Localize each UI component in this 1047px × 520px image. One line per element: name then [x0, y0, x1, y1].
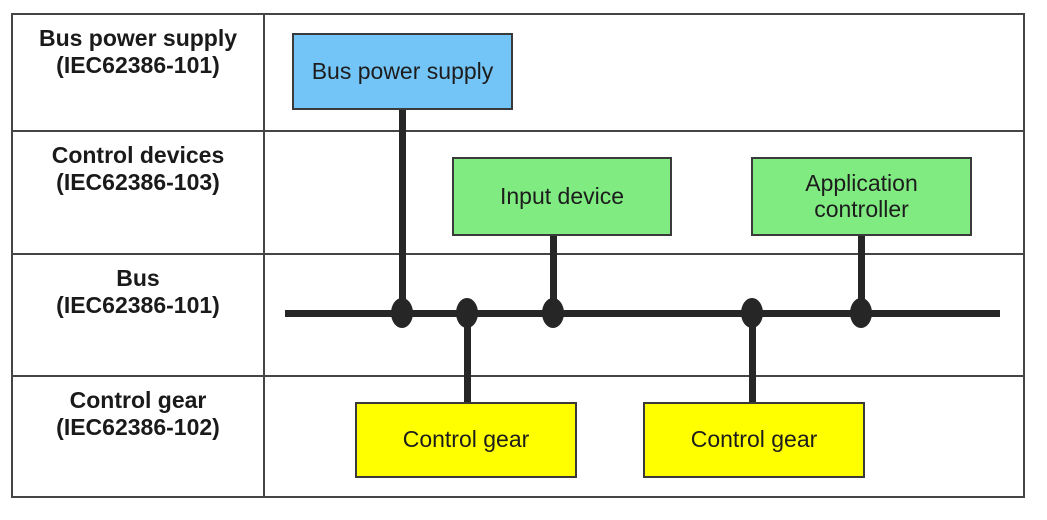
row-label-cell-control-gear: Control gear (IEC62386-102) [13, 377, 265, 496]
node-label-input-device: Input device [499, 182, 625, 209]
node-application-controller: Application controller [751, 157, 972, 236]
connector-control-gear-1 [464, 313, 471, 403]
bus-tap-dot-control-gear-1 [456, 298, 478, 328]
row-control-gear: Control gear (IEC62386-102) [13, 377, 1023, 496]
connector-application-controller [858, 236, 865, 314]
node-label-bus-power-supply: Bus power supply [311, 57, 494, 84]
bus-tap-dot-application-controller [850, 298, 872, 328]
bus-tap-dot-bus-power-supply [391, 298, 413, 328]
row-bus: Bus (IEC62386-101) [13, 255, 1023, 377]
node-bus-power-supply: Bus power supply [292, 33, 513, 110]
bus-tap-dot-control-gear-2 [741, 298, 763, 328]
standards-table: Bus power supply (IEC62386-101) Control … [11, 13, 1025, 498]
row-label-cell-control-devices: Control devices (IEC62386-103) [13, 132, 265, 253]
row-bus-power-supply: Bus power supply (IEC62386-101) [13, 15, 1023, 132]
node-label-application-controller: Application controller [805, 169, 918, 222]
node-control-gear-2: Control gear [643, 402, 865, 478]
node-control-gear-1: Control gear [355, 402, 577, 478]
node-label-control-gear-1: Control gear [402, 426, 530, 453]
bus-tap-dot-input-device [542, 298, 564, 328]
row-label-control-devices: Control devices (IEC62386-103) [51, 142, 225, 196]
row-label-cell-bus-power-supply: Bus power supply (IEC62386-101) [13, 15, 265, 130]
connector-input-device [550, 236, 557, 314]
row-label-control-gear: Control gear (IEC62386-102) [56, 387, 220, 441]
bus-wire [285, 310, 1000, 317]
row-label-bus-power-supply: Bus power supply (IEC62386-101) [38, 25, 238, 79]
node-label-control-gear-2: Control gear [690, 426, 818, 453]
node-input-device: Input device [452, 157, 672, 236]
connector-bus-power-supply [399, 110, 406, 313]
connector-control-gear-2 [749, 313, 756, 403]
row-control-devices: Control devices (IEC62386-103) [13, 132, 1023, 255]
row-label-cell-bus: Bus (IEC62386-101) [13, 255, 265, 375]
row-label-bus: Bus (IEC62386-101) [56, 265, 220, 319]
